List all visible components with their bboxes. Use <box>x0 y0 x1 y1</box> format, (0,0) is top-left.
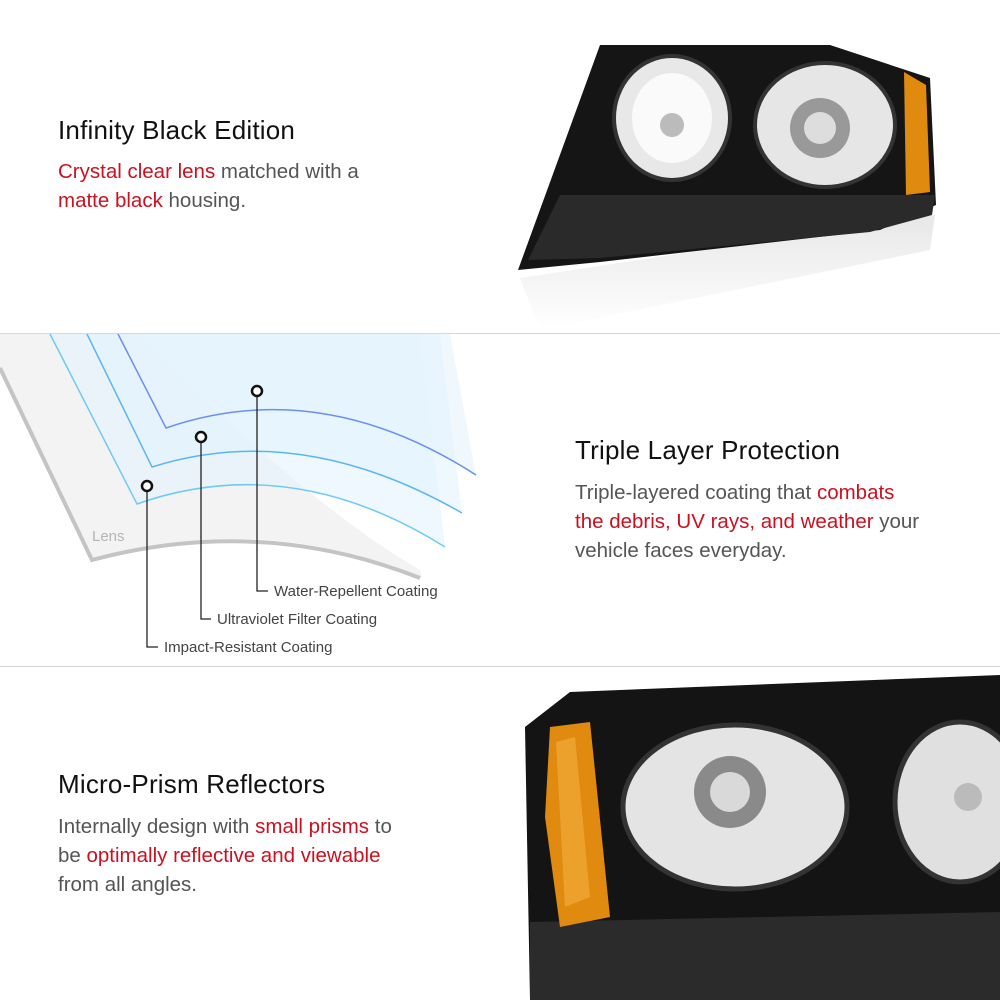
highlight-text: small prisms <box>255 815 370 838</box>
callout-line-impact <box>146 491 158 648</box>
highlight-text: matte black <box>58 189 163 212</box>
headlight-image-closeup <box>525 675 1000 1000</box>
section-title: Triple Layer Protection <box>575 435 841 465</box>
body-text: matched with a <box>215 160 359 183</box>
section-divider <box>0 333 1000 334</box>
body-text: from all angles. <box>58 873 198 896</box>
section-infinity-black: Infinity Black Edition Crystal clear len… <box>0 0 1000 333</box>
callout-dot-uv <box>194 430 208 444</box>
callout-line-water <box>256 396 268 592</box>
section-triple-layer: Triple Layer Protection Triple-layered c… <box>0 334 1000 667</box>
section-description: Triple-layered coating that combats the … <box>575 478 919 565</box>
section-description: Internally design with small prisms to b… <box>58 812 392 899</box>
section-micro-prism: Micro-Prism Reflectors Internally design… <box>0 667 1000 1000</box>
label-ultraviolet-filter: Ultraviolet Filter Coating <box>217 611 377 628</box>
lens-label: Lens <box>92 528 125 545</box>
lens-edge <box>0 367 421 580</box>
section-divider <box>0 666 1000 667</box>
layer-water <box>118 334 476 475</box>
section-title: Infinity Black Edition <box>58 115 296 145</box>
highlight-text: the debris, UV rays, and weather <box>575 510 874 533</box>
label-water-repellent: Water-Repellent Coating <box>274 583 438 600</box>
body-text: to <box>369 815 392 838</box>
body-text: be <box>58 844 87 867</box>
layer-diagram: Lens Water-Repellent Coating Ultraviolet… <box>0 334 477 656</box>
body-text: vehicle faces everyday. <box>575 539 787 562</box>
headlight-image-front <box>518 45 936 330</box>
section-description: Crystal clear lens matched with a matte … <box>58 157 359 215</box>
highlight-text: Crystal clear lens <box>58 160 216 183</box>
label-impact-resistant: Impact-Resistant Coating <box>164 639 332 656</box>
callout-dot-impact <box>140 479 154 493</box>
body-text: housing. <box>162 189 247 212</box>
highlight-text: combats <box>816 481 895 504</box>
section-title: Micro-Prism Reflectors <box>58 769 326 799</box>
body-text: your <box>873 510 920 533</box>
callout-dot-water <box>250 384 264 398</box>
callout-line-uv <box>200 442 211 620</box>
body-text: Triple-layered coating that <box>575 481 817 504</box>
body-text: Internally design with <box>58 815 256 838</box>
highlight-text: optimally reflective and viewable <box>86 844 381 867</box>
